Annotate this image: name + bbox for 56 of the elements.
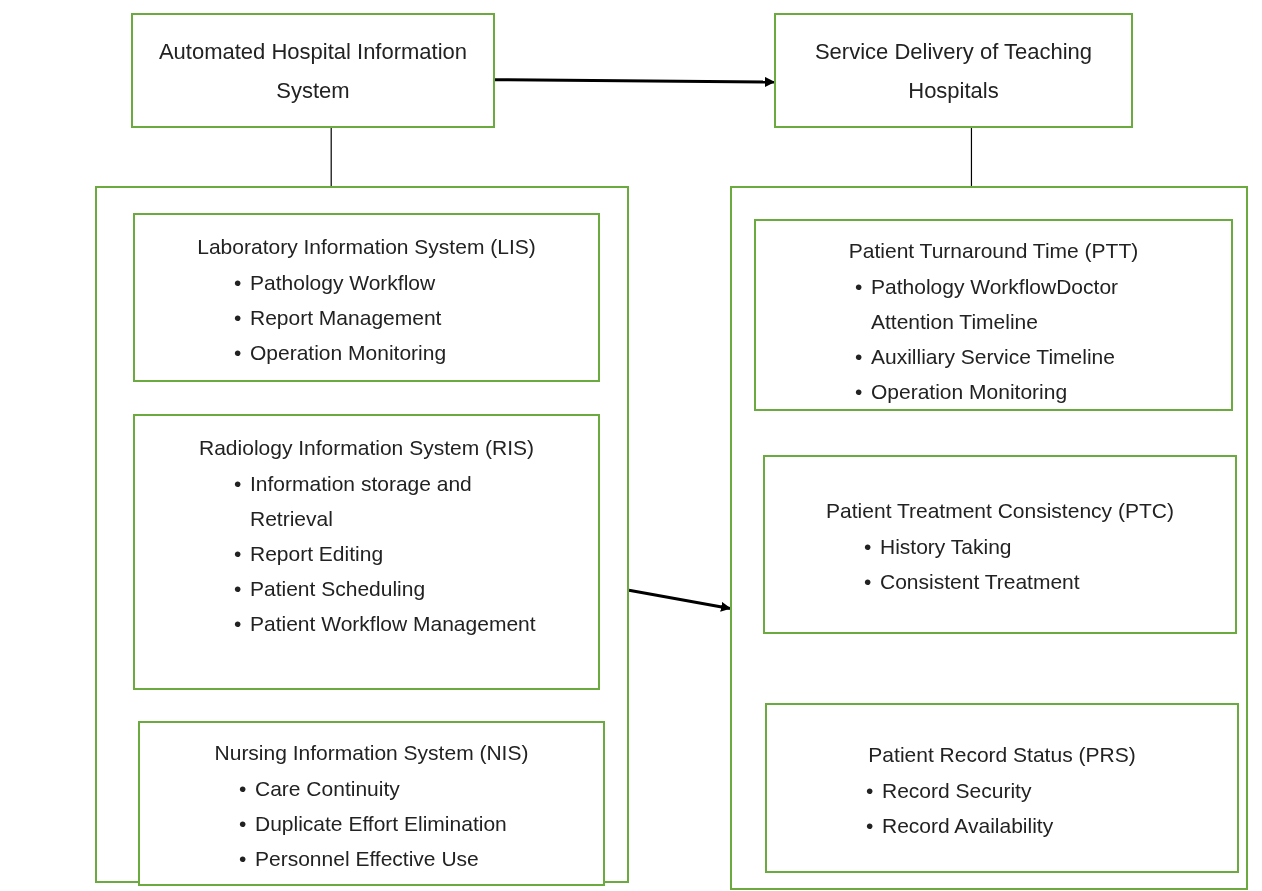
text-box [131, 13, 495, 128]
box-title: Laboratory Information System (LIS) [196, 234, 537, 260]
box-title: Nursing Information System (NIS) [213, 740, 530, 766]
text-box [774, 13, 1133, 128]
bullet: • [854, 274, 864, 300]
bullet: • [233, 340, 243, 366]
connector-line [970, 127, 973, 187]
text-box [138, 721, 605, 886]
bullet-text: Record Security [882, 778, 1032, 804]
container-box [730, 186, 1248, 890]
bullet: • [233, 576, 243, 602]
text-box [765, 703, 1239, 873]
bullet: • [233, 471, 243, 497]
bullet: • [854, 379, 864, 405]
connector-line [330, 127, 332, 187]
bullet-text: Information storage and Retrieval [250, 471, 473, 532]
bullet-text: Patient Workflow Management [250, 611, 536, 637]
bullet-text: Personnel Effective Use [255, 846, 479, 872]
bullet-text: Pathology WorkflowDoctor Attention Timeline [871, 274, 1120, 335]
arrow [628, 588, 731, 612]
bullet: • [238, 846, 248, 872]
bullet: • [233, 611, 243, 637]
bullet-text: Pathology Workflow [250, 270, 436, 296]
bullet: • [863, 534, 873, 560]
box-title: Patient Turnaround Time (PTT) [847, 238, 1140, 264]
text-box [133, 213, 600, 382]
bullet-text: Operation Monitoring [250, 340, 447, 366]
bullet: • [865, 813, 875, 839]
arrow [495, 76, 775, 87]
box-title: Patient Record Status (PRS) [867, 742, 1137, 768]
bullet-text: Consistent Treatment [880, 569, 1080, 595]
box-title: Service Delivery of Teaching Hospitals [813, 37, 1094, 105]
bullet: • [863, 569, 873, 595]
bullet-text: Duplicate Effort Elimination [255, 811, 507, 837]
bullet-text: Patient Scheduling [250, 576, 426, 602]
bullet-text: History Taking [880, 534, 1012, 560]
bullet-text: Report Editing [250, 541, 384, 567]
bullet-text: Care Continuity [255, 776, 400, 802]
box-title: Patient Treatment Consistency (PTC) [825, 498, 1175, 524]
bullet: • [233, 305, 243, 331]
container-box [95, 186, 629, 883]
text-box [754, 219, 1233, 411]
bullet-text: Auxilliary Service Timeline [871, 344, 1115, 370]
bullet: • [238, 776, 248, 802]
box-title: Automated Hospital Information System [157, 37, 469, 105]
bullet: • [865, 778, 875, 804]
box-title: Radiology Information System (RIS) [198, 435, 535, 461]
text-box [133, 414, 600, 690]
bullet: • [854, 344, 864, 370]
bullet: • [233, 270, 243, 296]
text-box [763, 455, 1237, 634]
bullet-text: Record Availability [882, 813, 1054, 839]
bullet: • [238, 811, 248, 837]
bullet-text: Report Management [250, 305, 442, 331]
bullet: • [233, 541, 243, 567]
bullet-text: Operation Monitoring [871, 379, 1068, 405]
